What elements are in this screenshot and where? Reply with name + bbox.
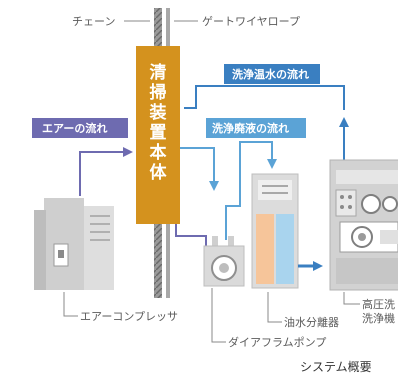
diaphragm-pump <box>203 236 245 287</box>
chain-label: チェーン <box>72 15 115 28</box>
pump-to-separator-arrow <box>225 141 277 240</box>
waste-liquid-label: 洗浄廃液の流れ <box>212 121 289 135</box>
air-to-unit-arrow <box>79 147 133 196</box>
air-compressor <box>34 198 114 290</box>
hot-water-tag <box>224 64 320 84</box>
separator-leader <box>267 292 282 323</box>
hp-washer-label-1: 高圧洗 <box>362 297 395 311</box>
hot-water-label: 洗浄温水の流れ <box>232 67 309 81</box>
diaphragm-pump-label: ダイアフラムポンプ <box>228 335 326 349</box>
pump-leader <box>211 288 226 343</box>
high-pressure-washer <box>329 159 398 291</box>
svg-text:掃: 掃 <box>150 83 167 103</box>
oil-water-separator-label: 油水分離器 <box>284 315 339 329</box>
svg-text:本: 本 <box>150 142 167 163</box>
svg-text:清: 清 <box>150 62 167 83</box>
washer-leader <box>343 292 360 305</box>
hp-washer-label-2: 洗浄機 <box>362 311 395 325</box>
air-flow-tag <box>32 118 128 138</box>
waste-liquid-tag <box>206 118 306 138</box>
svg-text:体: 体 <box>150 162 168 183</box>
svg-text:置: 置 <box>150 123 167 143</box>
compressor-leader <box>63 292 78 317</box>
waste-to-pump-arrow <box>180 147 219 191</box>
air-to-pump-line <box>175 224 207 260</box>
system-overview-caption: システム概要 <box>300 360 372 374</box>
svg-text:装: 装 <box>149 102 167 123</box>
oil-water-separator <box>251 173 299 289</box>
air-flow-label: エアーの流れ <box>42 121 107 135</box>
air-compressor-label: エアーコンプレッサ <box>80 310 178 323</box>
hot-water-line <box>184 85 345 110</box>
main-unit <box>136 46 180 224</box>
gate-wire-rope-label: ゲートワイヤロープ <box>202 15 300 28</box>
main-unit-title: 清 掃 装 置 本 体 <box>149 62 168 183</box>
